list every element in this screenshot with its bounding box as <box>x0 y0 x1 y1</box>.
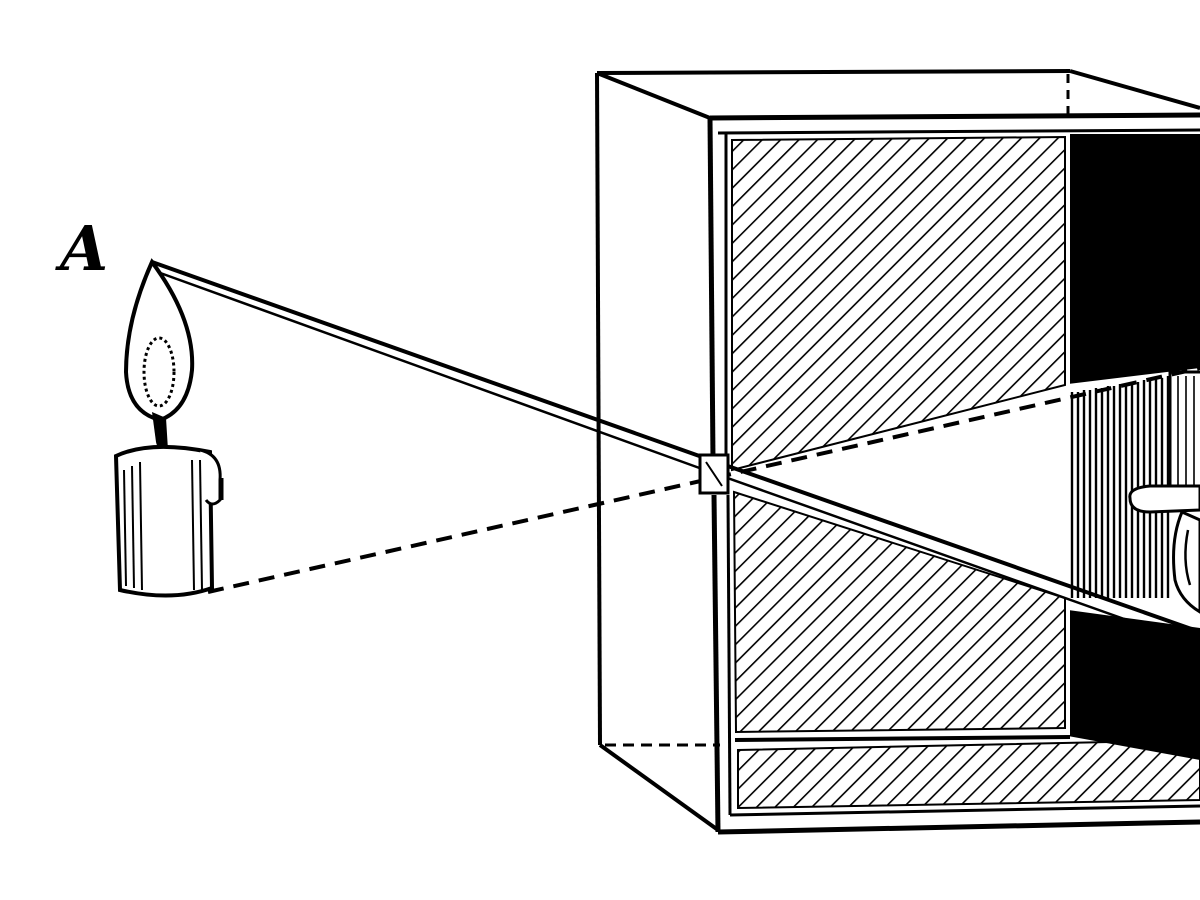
box-interior <box>1070 134 1200 760</box>
front-panel-lower-hatch <box>732 490 1066 734</box>
box-outline <box>595 69 1200 835</box>
point-label-a: A <box>55 212 108 285</box>
candle-body <box>113 444 215 598</box>
candle-wick <box>152 412 168 451</box>
candle <box>113 258 224 598</box>
inverted-candle-image <box>1128 370 1200 615</box>
front-panel-upper-hatch <box>731 135 1066 472</box>
box-floor-hatch <box>737 738 1200 810</box>
candle-flame <box>123 258 195 423</box>
pinhole <box>698 453 730 495</box>
